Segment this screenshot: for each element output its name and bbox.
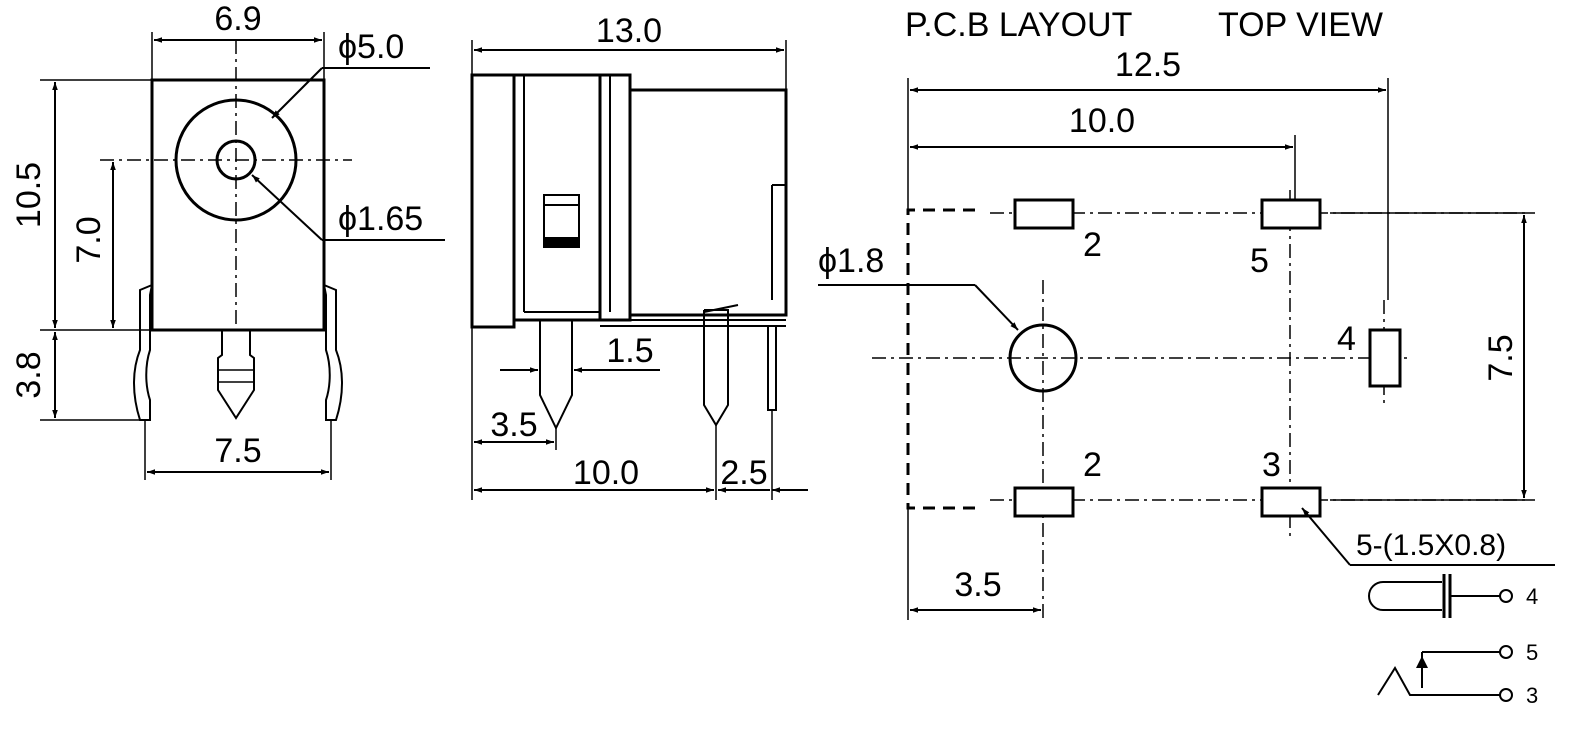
- side-rear-body: [628, 88, 788, 317]
- pad-number-5: 5: [1250, 242, 1269, 280]
- pad-number-4: 4: [1337, 320, 1356, 358]
- side-view: 13.0 1.5 3.5: [470, 12, 808, 500]
- schematic-terminal-5: [1499, 645, 1513, 659]
- dim-pin-length-label: 3.8: [10, 351, 48, 398]
- dim-pin-pitch-label: 10.0: [573, 454, 639, 492]
- housing-outline-dashed: [906, 208, 975, 510]
- dim-pin-width-label: 1.5: [606, 332, 653, 370]
- dim-center-height-label: 7.0: [70, 216, 108, 263]
- dim-hole-offset-label: 3.5: [954, 566, 1001, 604]
- schematic-pin-label-3: 3: [1526, 683, 1538, 708]
- pcb-layout-view: P.C.B LAYOUT TOP VIEW 12.5 10.0 2 5 4 2: [818, 6, 1555, 620]
- pad-5: [1260, 198, 1322, 230]
- dim-front-offset-label: 3.5: [490, 406, 537, 444]
- pad-number-2-top: 2: [1083, 226, 1102, 264]
- pad-4: [1368, 328, 1402, 388]
- front-body-outline: [150, 78, 326, 332]
- right-mounting-pin: [322, 283, 343, 421]
- side-tail-pin: [767, 326, 777, 411]
- pad-size-note: 5-(1.5X0.8): [1356, 529, 1506, 562]
- dim-width-label: 6.9: [214, 0, 261, 38]
- top-view-heading: TOP VIEW: [1218, 6, 1383, 44]
- side-rear-pin: [703, 304, 739, 427]
- front-view: 6.9 ϕ5.0 ϕ1.65 10.5 7.0 3.8 7.5: [10, 0, 445, 480]
- dim-height-label: 10.5: [10, 162, 48, 228]
- dim-total-width-label: 12.5: [1115, 46, 1181, 84]
- side-front-flange: [470, 73, 516, 329]
- mounting-hole: [1008, 323, 1078, 393]
- dim-length-label: 13.0: [596, 12, 662, 50]
- center-contact-pin: [217, 330, 255, 420]
- pcb-layout-heading: P.C.B LAYOUT: [905, 6, 1132, 44]
- pad-2-top: [1013, 198, 1075, 230]
- dim-pin-spacing-label: 7.5: [214, 432, 261, 470]
- schematic-pin-label-4: 4: [1526, 584, 1538, 609]
- side-front-pin: [539, 320, 573, 431]
- jack-schematic: 4 5 3: [1368, 574, 1538, 708]
- dim-hole-diameter-label: ϕ1.8: [818, 242, 884, 280]
- side-body-section: [512, 73, 602, 322]
- schematic-terminal-4: [1499, 589, 1513, 603]
- schematic-sleeve-contact: [1377, 666, 1500, 696]
- pad-number-3: 3: [1262, 446, 1281, 484]
- dim-pad-vertical-label: 7.5: [1482, 334, 1520, 381]
- left-mounting-pin: [133, 283, 154, 421]
- pad-3: [1260, 486, 1322, 518]
- dim-jack-diameter-label: ϕ5.0: [338, 28, 404, 66]
- schematic-terminal-3: [1499, 688, 1513, 702]
- dim-pad-pitch-label: 10.0: [1069, 102, 1135, 140]
- dim-pin-diameter-label: ϕ1.65: [338, 200, 423, 238]
- pad-number-2-bottom: 2: [1083, 446, 1102, 484]
- dim-rear-offset-label: 2.5: [720, 454, 767, 492]
- schematic-plug-tip: [1368, 581, 1442, 611]
- pad-2-bottom: [1013, 486, 1075, 518]
- schematic-pin-label-5: 5: [1526, 640, 1538, 665]
